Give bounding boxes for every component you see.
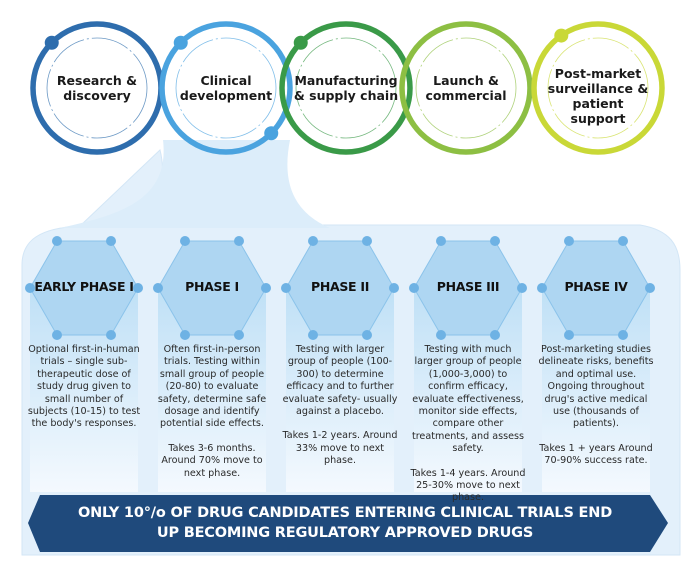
hexagon-vertex-dot: [537, 283, 547, 293]
phase-title: PHASE III: [436, 279, 500, 294]
banner-line-2: UP BECOMING REGULATORY APPROVED DRUGS: [156, 525, 534, 541]
hexagon-vertex-dot: [409, 283, 419, 293]
hexagon-vertex-dot: [517, 283, 527, 293]
stage-label-line: development: [179, 88, 273, 103]
hexagon-vertex-dot: [564, 330, 574, 340]
stage-node-dot: [293, 35, 308, 50]
stage-label-line: & supply chain: [293, 88, 399, 103]
hexagon-vertex-dot: [308, 330, 318, 340]
stage-label-manufacturing-supply-chain: Manufacturing& supply chain: [291, 73, 401, 103]
stage-label-line: discovery: [63, 88, 131, 103]
phase-hexagon-phase-1: [153, 236, 271, 340]
hexagon-vertex-dot: [133, 283, 143, 293]
phase-stats: Takes 3-6 months. Around 70% move to nex…: [161, 442, 263, 479]
clinical-funnel: [60, 140, 330, 228]
stage-label-line: commercial: [425, 88, 507, 103]
hexagon-vertex-dot: [180, 330, 190, 340]
stage-label-line: patient support: [570, 95, 626, 126]
stage-label-line: surveillance &: [547, 80, 649, 96]
stage-label-line: Clinical: [200, 73, 252, 88]
phase-stats: Takes 1 + years Around 70-90% success ra…: [539, 442, 653, 467]
hexagon-vertex-dot: [281, 283, 291, 293]
phase-title: PHASE I: [185, 279, 239, 294]
hexagon-vertex-dot: [234, 330, 244, 340]
phase-description-block: Often first-in-person trials. Testing wi…: [154, 344, 270, 492]
hexagon-vertex-dot: [618, 236, 628, 246]
phase-description: Testing with much larger group of people…: [411, 344, 525, 455]
hexagon-vertex-dot: [261, 283, 271, 293]
stage-node-dot: [44, 35, 59, 50]
hexagon-vertex-dot: [25, 283, 35, 293]
stage-label-line: Research &: [56, 73, 138, 88]
stage-circle-post-market-surveillance: [531, 21, 665, 155]
stage-label-line: Manufacturing: [294, 73, 398, 88]
phase-description: Testing with larger group of people (100…: [282, 344, 398, 418]
phase-description: Optional first-in-human trials – single …: [27, 344, 141, 430]
stage-label-line: Post-market: [554, 65, 642, 81]
stage-node-dot: [173, 35, 188, 50]
phase-description: Often first-in-person trials. Testing wi…: [157, 344, 267, 430]
hexagon-vertex-dot: [180, 236, 190, 246]
hexagon-vertex-dot: [618, 330, 628, 340]
hexagon-vertex-dot: [436, 330, 446, 340]
phase-title: EARLY PHASE I: [34, 279, 134, 294]
hexagon-vertex-dot: [106, 330, 116, 340]
hexagon-vertex-dot: [106, 236, 116, 246]
stage-circle-manufacturing-supply-chain: [279, 21, 413, 155]
hexagon-vertex-dot: [234, 236, 244, 246]
phase-title: PHASE II: [310, 279, 370, 294]
phase-description-block: Post-marketing studies delineate risks, …: [538, 344, 654, 480]
stage-node-dot: [264, 126, 279, 141]
stage-circle-clinical-development: [159, 21, 293, 155]
hexagon-vertex-dot: [153, 283, 163, 293]
hexagon-vertex-dot: [436, 236, 446, 246]
hexagon-vertex-dot: [52, 236, 62, 246]
phase-hexagon-phase-2: [281, 236, 399, 340]
summary-banner-text: ONLY 10°/o OF DRUG CANDIDATES ENTERING C…: [60, 503, 630, 543]
hexagon-vertex-dot: [308, 236, 318, 246]
phase-description-block: Testing with much larger group of people…: [410, 344, 526, 517]
hexagon-vertex-dot: [52, 330, 62, 340]
phase-stats: Takes 1-2 years. Around 33% move to next…: [282, 430, 398, 467]
phase-hexagon-phase-3: [409, 236, 527, 340]
hexagon-vertex-dot: [362, 330, 372, 340]
hexagon-vertex-dot: [362, 236, 372, 246]
hexagon-vertex-dot: [645, 283, 655, 293]
phase-stats: Takes 1-4 years. Around 25-30% move to n…: [410, 467, 526, 504]
phase-description-block: Testing with larger group of people (100…: [282, 344, 398, 480]
hexagon-vertex-dot: [490, 236, 500, 246]
phase-hexagon-phase-4: [537, 236, 655, 340]
phase-title: PHASE IV: [564, 279, 628, 294]
stage-label-launch-commercial: Launch &commercial: [411, 73, 521, 103]
summary-banner: [28, 495, 668, 552]
hexagon-vertex-dot: [389, 283, 399, 293]
phase-hexagon-early-phase-1: [25, 236, 143, 340]
phase-description-block: Optional first-in-human trials – single …: [26, 344, 142, 443]
stage-label-line: Launch &: [433, 73, 499, 88]
stage-circle-launch-commercial: [399, 21, 533, 155]
banner-line-1: ONLY 10°/o OF DRUG CANDIDATES ENTERING C…: [77, 505, 613, 521]
hexagon-vertex-dot: [564, 236, 574, 246]
phase-description: Post-marketing studies delineate risks, …: [538, 344, 654, 430]
hexagon-vertex-dot: [490, 330, 500, 340]
stage-node-dot: [554, 28, 569, 43]
stage-label-research-discovery: Research &discovery: [42, 73, 152, 103]
